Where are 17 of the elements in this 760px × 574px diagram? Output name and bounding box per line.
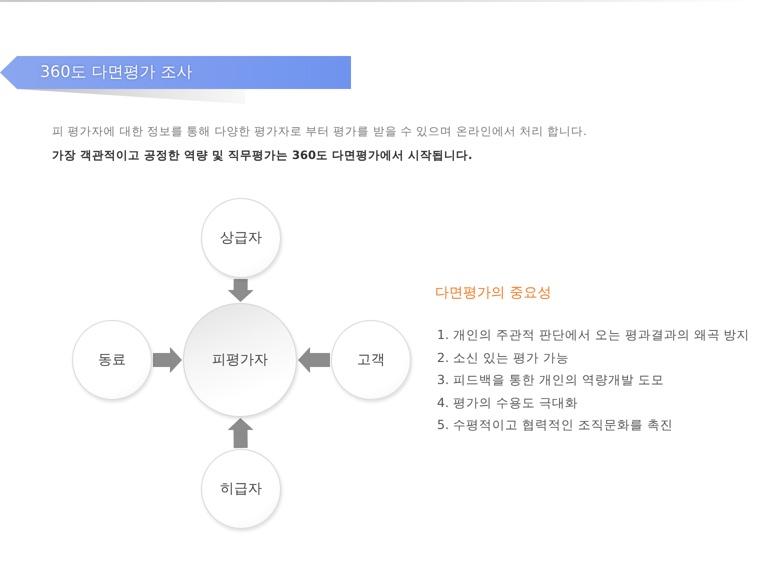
node-label: 상급자 [220,229,262,247]
list-item: 2. 소신 있는 평가 가능 [437,350,569,365]
node-label: 피평가자 [212,351,268,369]
intro-text: 가장 객관적이고 공정한 역량 및 직무평가는 360도 다면평가에서 시작됩니다. [52,149,472,163]
list-item: 1. 개인의 주관적 판단에서 오는 평과결과의 왜곡 방지 [437,327,750,342]
arrow [228,418,254,448]
node-label: 고객 [357,351,385,369]
node-label: 동료 [98,351,126,369]
node-label: 히급자 [220,480,262,498]
section-heading: 다면평가의 중요성 [435,285,552,302]
arrow [228,278,254,302]
intro-text: 피 평가자에 대한 정보를 통해 다양한 평가자로 부터 평가를 받을 수 있으며 온라인에서 처리 합니다. [52,125,587,139]
list-item: 3. 피드백을 통한 개인의 역량개발 도모 [437,372,664,388]
list-item: 4. 평가의 수용도 극대화 [437,394,578,410]
list-item: 5. 수평적이고 협력적인 조직문화를 촉진 [437,417,673,432]
arrow [298,347,330,373]
page-title: 360도 다면평가 조사 [40,62,193,82]
